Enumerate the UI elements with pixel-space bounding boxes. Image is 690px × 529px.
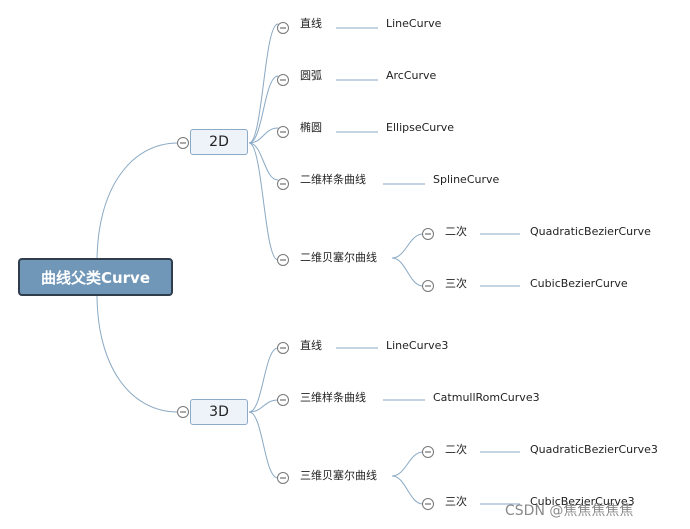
subitem-value: CubicBezierCurve3 [530,495,635,508]
watermark: CSDN @焦焦焦焦焦 [505,503,634,519]
connector-branch [248,399,279,413]
connector-branch [248,75,279,144]
connector-sub [391,475,424,505]
connector-branch [248,142,279,181]
subitem-label: 三次 [445,277,467,290]
item-value: LineCurve3 [386,339,449,352]
connector-branch [248,23,279,144]
item-label: 圆弧 [300,69,322,82]
item-label: 三维贝塞尔曲线 [300,469,377,482]
item-value: EllipseCurve [386,121,455,134]
subitem-label: 二次 [445,225,467,238]
item-label: 椭圆 [300,121,322,134]
subitem-value: QuadraticBezierCurve [530,225,651,238]
connector-branch [248,142,279,261]
collapse-toggle-icon[interactable] [422,498,434,510]
connector-root-3d [96,293,179,413]
collapse-toggle-icon[interactable] [277,22,289,34]
collapse-toggle-icon[interactable] [277,472,289,484]
group-node-2d[interactable]: 2D [190,129,248,155]
item-label: 二维贝塞尔曲线 [300,251,377,264]
item-value: SplineCurve [433,173,500,186]
collapse-toggle-icon[interactable] [277,394,289,406]
item-value: CatmullRomCurve3 [433,391,540,404]
connector-root-2d [96,142,179,263]
collapse-toggle-icon[interactable] [422,228,434,240]
group-node-3d[interactable]: 3D [190,399,248,425]
item-label: 直线 [300,339,322,352]
item-value: LineCurve [386,17,442,30]
collapse-toggle-icon[interactable] [422,280,434,292]
item-label: 二维样条曲线 [300,173,366,186]
collapse-toggle-icon[interactable] [277,74,289,86]
subitem-label: 三次 [445,495,467,508]
item-label: 三维样条曲线 [300,391,366,404]
collapse-toggle-icon[interactable] [177,137,189,149]
collapse-toggle-icon[interactable] [277,254,289,266]
connector-sub [391,233,424,259]
item-label: 直线 [300,17,322,30]
connector-branch [248,411,279,479]
connector-sub [391,257,424,287]
subitem-label: 二次 [445,443,467,456]
collapse-toggle-icon[interactable] [277,126,289,138]
connector-branch [248,127,279,144]
collapse-toggle-icon[interactable] [422,446,434,458]
subitem-value: QuadraticBezierCurve3 [530,443,658,456]
root-node[interactable]: 曲线父类Curve [18,258,173,296]
connector-branch [248,347,279,413]
subitem-value: CubicBezierCurve [530,277,628,290]
collapse-toggle-icon[interactable] [177,406,189,418]
connector-sub [391,451,424,477]
collapse-toggle-icon[interactable] [277,342,289,354]
item-value: ArcCurve [386,69,437,82]
collapse-toggle-icon[interactable] [277,178,289,190]
